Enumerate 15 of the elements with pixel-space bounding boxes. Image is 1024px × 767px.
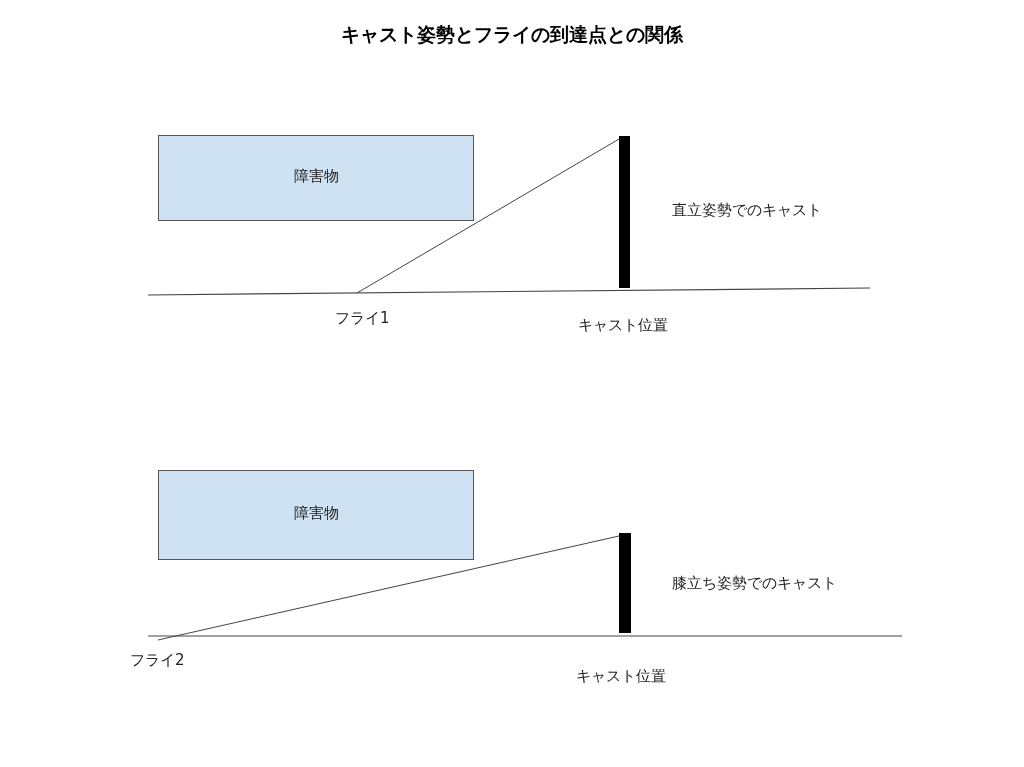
side-label: 直立姿勢でのキャスト (672, 201, 822, 220)
box-label: 障害物 (293, 166, 339, 186)
title: キャスト姿勢とフライの到達点との関係 (340, 22, 684, 47)
obstacle-box (158, 135, 474, 221)
position-label: キャスト位置 (576, 667, 666, 686)
fly-label: フライ1 (335, 309, 390, 328)
side-label: 膝立ち姿勢でのキャスト (672, 574, 837, 593)
position-label: キャスト位置 (578, 316, 668, 335)
fly-line (356, 138, 620, 294)
fly-line (157, 535, 620, 641)
box-label: 障害物 (293, 503, 339, 523)
pole-bar (619, 533, 631, 633)
obstacle-box (158, 470, 474, 560)
pole-bar (619, 136, 630, 288)
fly-label: フライ2 (130, 651, 185, 670)
